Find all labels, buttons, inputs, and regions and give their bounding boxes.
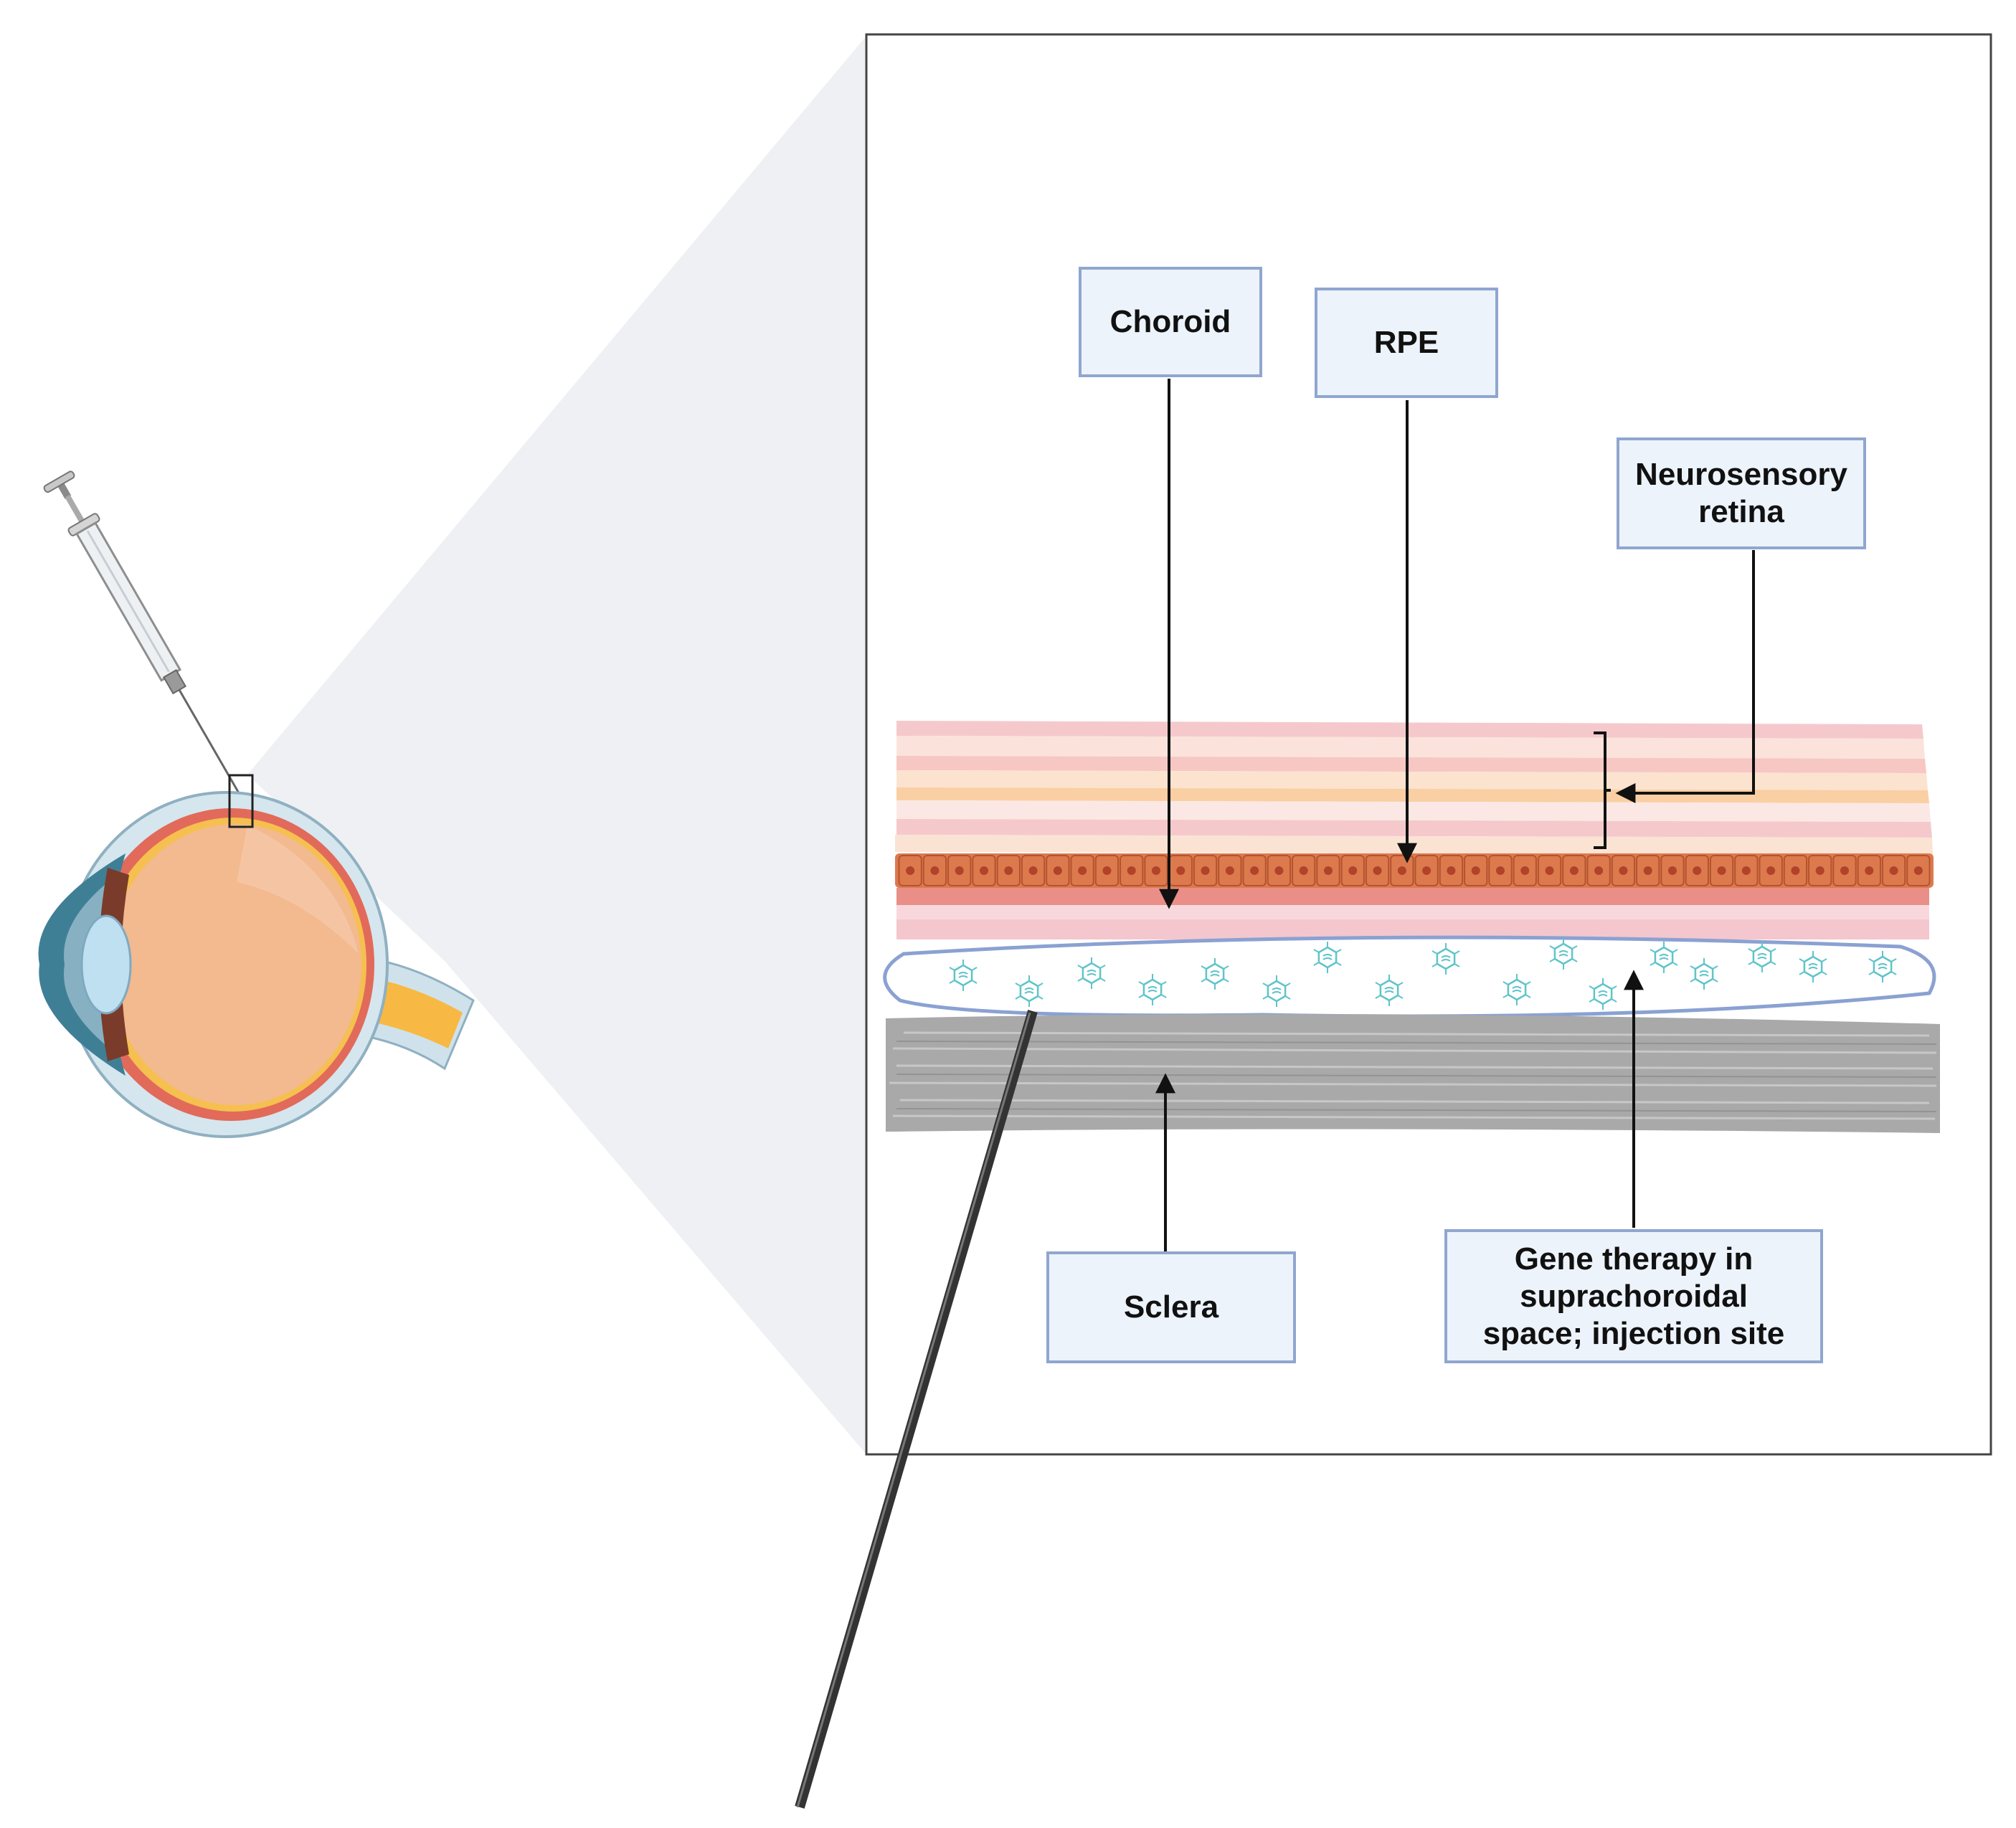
- rpe-cell-nucleus: [1348, 866, 1358, 875]
- virus-particle-icon: [1650, 942, 1678, 973]
- rpe-cell-nucleus: [1717, 866, 1726, 875]
- syringe-icon: [43, 470, 240, 794]
- rpe-cell-nucleus: [906, 866, 915, 875]
- gene-therapy-label-line2: suprachoroidal: [1520, 1278, 1748, 1314]
- virus-particles: [949, 938, 1897, 1010]
- suprachoroidal-space: [883, 935, 1936, 1018]
- neurosensory-label-line2: retina: [1698, 494, 1784, 529]
- injection-site-marker: [228, 774, 254, 828]
- virus-particle-icon: [1262, 975, 1291, 1007]
- neurosensory-label-line1: Neurosensory: [1635, 457, 1847, 492]
- rpe-cell-nucleus: [1004, 866, 1013, 875]
- virus-particle-icon: [1077, 957, 1106, 989]
- eye-icon: [38, 791, 475, 1138]
- retina-bracket: [1594, 731, 1611, 849]
- rpe-cell-nucleus: [1422, 866, 1431, 875]
- rpe-cell-nucleus: [1693, 866, 1702, 875]
- rpe-cell-nucleus: [1397, 866, 1406, 875]
- sclera-layer: [886, 1014, 1940, 1133]
- rpe-cell-nucleus: [1373, 866, 1382, 875]
- neurosensory-retina-layers: [895, 721, 1933, 855]
- rpe-cell-nucleus: [930, 866, 940, 875]
- rpe-layer: [895, 853, 1934, 888]
- rpe-cell-nucleus: [1865, 866, 1874, 875]
- rpe-cell-nucleus: [1447, 866, 1456, 875]
- sclera-label: Sclera: [1046, 1251, 1296, 1363]
- rpe-cell-nucleus: [955, 866, 964, 875]
- rpe-cell-nucleus: [1520, 866, 1530, 875]
- rpe-cell-nucleus: [1250, 866, 1259, 875]
- needle: [795, 1010, 1038, 1809]
- virus-particle-icon: [1138, 974, 1167, 1005]
- virus-particle-icon: [1799, 951, 1827, 982]
- choroid-label: Choroid: [1079, 267, 1262, 377]
- rpe-cell-nucleus: [1889, 866, 1898, 875]
- rpe-cell-nucleus: [1471, 866, 1480, 875]
- rpe-cell-nucleus: [1619, 866, 1628, 875]
- gene-therapy-label-line1: Gene therapy in: [1514, 1241, 1754, 1277]
- rpe-cell-nucleus: [1594, 866, 1604, 875]
- virus-particle-icon: [1431, 943, 1460, 975]
- rpe-cell-nucleus: [1791, 866, 1800, 875]
- rpe-cell-nucleus: [980, 866, 988, 875]
- rpe-cell-nucleus: [1324, 866, 1333, 875]
- rpe-cell-nucleus: [1225, 866, 1234, 875]
- neurosensory-retina-label: Neurosensory retina: [1617, 437, 1866, 549]
- rpe-cell-nucleus: [1496, 866, 1505, 875]
- rpe-cell-nucleus: [1913, 866, 1923, 875]
- sclera-label-text: Sclera: [1123, 1289, 1219, 1325]
- rpe-cell-nucleus: [1299, 866, 1308, 875]
- virus-particle-icon: [1868, 951, 1897, 982]
- rpe-cell-nucleus: [1176, 866, 1186, 875]
- virus-particle-icon: [1201, 958, 1229, 990]
- virus-particle-icon: [1375, 975, 1404, 1006]
- rpe-cell-nucleus: [1028, 866, 1038, 875]
- rpe-cell-nucleus: [1840, 866, 1849, 875]
- rpe-label: RPE: [1315, 288, 1498, 398]
- rpe-cell-nucleus: [1766, 866, 1776, 875]
- rpe-cell-nucleus: [1741, 866, 1751, 875]
- rpe-cell-nucleus: [1078, 866, 1087, 875]
- rpe-cell-nucleus: [1643, 866, 1652, 875]
- rpe-cell-nucleus: [1668, 866, 1677, 875]
- rpe-label-text: RPE: [1373, 325, 1439, 360]
- rpe-cell-nucleus: [1053, 866, 1062, 875]
- rpe-cell-nucleus: [1102, 866, 1112, 875]
- virus-particle-icon: [1015, 975, 1044, 1007]
- neurosensory-arrow: [1615, 550, 1755, 803]
- rpe-cell-nucleus: [1569, 866, 1579, 875]
- virus-particle-icon: [949, 960, 978, 991]
- rpe-cell-nucleus: [1152, 866, 1160, 875]
- rpe-cell-nucleus: [1201, 866, 1210, 875]
- rpe-cell-nucleus: [1545, 866, 1554, 875]
- rpe-cell-nucleus: [1274, 866, 1284, 875]
- gene-therapy-label-line3: space; injection site: [1482, 1315, 1785, 1351]
- virus-particle-icon: [1589, 978, 1617, 1010]
- virus-particle-icon: [1502, 974, 1531, 1005]
- rpe-cell-nucleus: [1127, 866, 1136, 875]
- gene-therapy-label: Gene therapy in suprachoroidal space; in…: [1444, 1229, 1823, 1363]
- choroid-label-text: Choroid: [1109, 304, 1231, 339]
- choroid-layer: [896, 888, 1929, 939]
- virus-particle-icon: [1748, 941, 1776, 972]
- zoom-projection: [247, 36, 866, 1454]
- virus-particle-icon: [1549, 938, 1578, 970]
- virus-particle-icon: [1313, 942, 1342, 973]
- rpe-cell-nucleus: [1815, 866, 1825, 875]
- virus-particle-icon: [1690, 958, 1718, 990]
